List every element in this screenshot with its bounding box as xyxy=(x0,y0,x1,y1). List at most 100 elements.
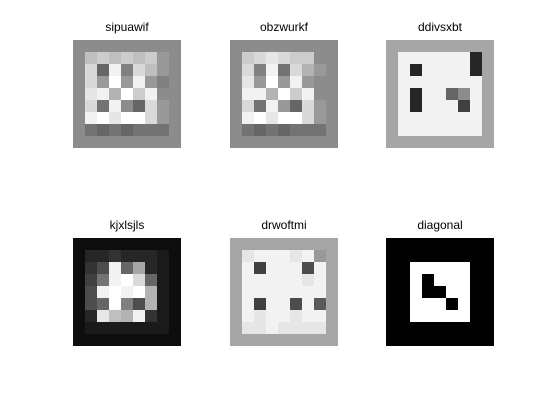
pixel-cell xyxy=(169,334,181,346)
pixel-cell xyxy=(109,262,121,274)
panel-title: ddivsxbt xyxy=(417,20,463,34)
pixel-cell xyxy=(422,286,434,298)
pixel-cell xyxy=(398,112,410,124)
pixel-cell xyxy=(458,64,470,76)
pixel-cell xyxy=(398,286,410,298)
pixel-cell xyxy=(73,40,85,52)
pixel-grid xyxy=(386,40,494,148)
pixel-cell xyxy=(230,52,242,64)
pixel-cell xyxy=(121,286,133,298)
pixel-cell xyxy=(278,52,290,64)
pixel-cell xyxy=(410,136,422,148)
pixel-cell xyxy=(278,262,290,274)
pixel-cell xyxy=(254,88,266,100)
pixel-cell xyxy=(73,286,85,298)
pixel-cell xyxy=(278,310,290,322)
pixel-cell xyxy=(85,250,97,262)
pixel-cell xyxy=(386,112,398,124)
pixel-cell xyxy=(242,40,254,52)
pixel-cell xyxy=(121,88,133,100)
pixel-cell xyxy=(326,310,338,322)
pixel-cell xyxy=(302,76,314,88)
pixel-cell xyxy=(145,88,157,100)
pixel-cell xyxy=(422,262,434,274)
pixel-cell xyxy=(470,322,482,334)
pixel-cell xyxy=(254,100,266,112)
pixel-cell xyxy=(266,64,278,76)
pixel-cell xyxy=(314,52,326,64)
pixel-cell xyxy=(97,40,109,52)
pixel-cell xyxy=(242,298,254,310)
pixel-cell xyxy=(422,310,434,322)
pixel-cell xyxy=(278,136,290,148)
pixel-cell xyxy=(133,76,145,88)
pixel-cell xyxy=(169,298,181,310)
pixel-cell xyxy=(121,262,133,274)
pixel-cell xyxy=(290,76,302,88)
pixel-cell xyxy=(398,64,410,76)
pixel-cell xyxy=(133,88,145,100)
pixel-cell xyxy=(410,334,422,346)
pixel-cell xyxy=(470,124,482,136)
pixel-cell xyxy=(446,100,458,112)
pixel-cell xyxy=(446,238,458,250)
pixel-cell xyxy=(266,40,278,52)
pixel-cell xyxy=(266,112,278,124)
pixel-cell xyxy=(458,40,470,52)
pixel-cell xyxy=(482,238,494,250)
pixel-cell xyxy=(302,238,314,250)
pixel-cell xyxy=(169,274,181,286)
pixel-cell xyxy=(254,334,266,346)
pixel-cell xyxy=(314,64,326,76)
pixel-cell xyxy=(230,64,242,76)
pixel-cell xyxy=(482,100,494,112)
pixel-cell xyxy=(278,112,290,124)
pixel-cell xyxy=(290,250,302,262)
pixel-cell xyxy=(482,40,494,52)
pixel-cell xyxy=(326,298,338,310)
pixel-cell xyxy=(446,286,458,298)
pixel-cell xyxy=(482,298,494,310)
pixel-cell xyxy=(458,298,470,310)
pixel-cell xyxy=(133,286,145,298)
pixel-cell xyxy=(85,112,97,124)
pixel-cell xyxy=(157,112,169,124)
pixel-cell xyxy=(410,88,422,100)
pixel-cell xyxy=(314,124,326,136)
pixel-cell xyxy=(169,262,181,274)
pixel-cell xyxy=(470,310,482,322)
pixel-cell xyxy=(446,298,458,310)
pixel-cell xyxy=(121,136,133,148)
pixel-cell xyxy=(302,52,314,64)
pixel-cell xyxy=(121,100,133,112)
pixel-cell xyxy=(230,100,242,112)
pixel-cell xyxy=(145,52,157,64)
pixel-cell xyxy=(157,64,169,76)
pixel-cell xyxy=(314,136,326,148)
pixel-cell xyxy=(73,136,85,148)
pixel-cell xyxy=(85,100,97,112)
pixel-cell xyxy=(73,250,85,262)
pixel-cell xyxy=(109,274,121,286)
pixel-cell xyxy=(109,238,121,250)
pixel-cell xyxy=(242,112,254,124)
pixel-cell xyxy=(290,322,302,334)
pixel-cell xyxy=(85,334,97,346)
pixel-cell xyxy=(482,262,494,274)
pixel-cell xyxy=(242,274,254,286)
pixel-cell xyxy=(446,262,458,274)
pixel-cell xyxy=(230,76,242,88)
pixel-cell xyxy=(266,100,278,112)
pixel-cell xyxy=(133,250,145,262)
pixel-cell xyxy=(109,64,121,76)
pixel-cell xyxy=(242,238,254,250)
pixel-cell xyxy=(109,286,121,298)
pixel-cell xyxy=(470,40,482,52)
pixel-cell xyxy=(230,136,242,148)
pixel-cell xyxy=(85,238,97,250)
pixel-cell xyxy=(470,274,482,286)
pixel-cell xyxy=(242,262,254,274)
panel-kjxlsjls: kjxlsjls xyxy=(73,218,181,346)
pixel-cell xyxy=(302,40,314,52)
pixel-cell xyxy=(157,88,169,100)
